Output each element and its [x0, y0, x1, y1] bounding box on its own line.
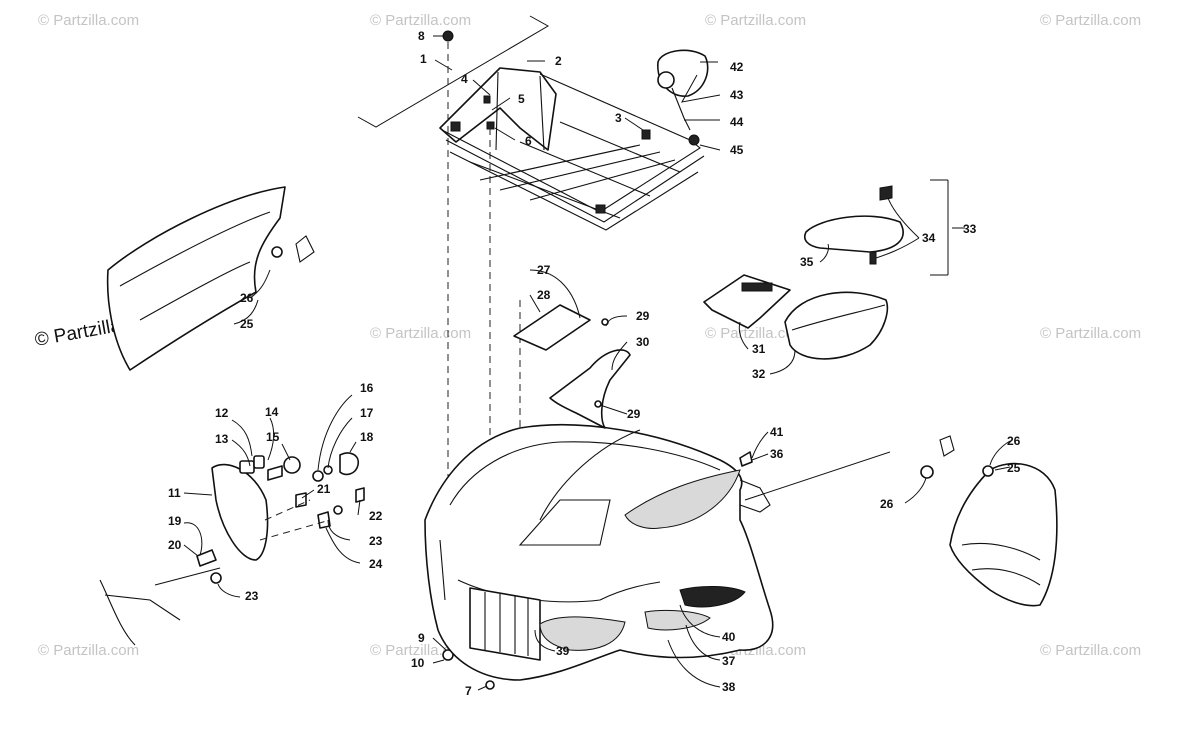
callout-label: 19 — [168, 514, 182, 528]
watermark: © Partzilla.com — [1040, 642, 1141, 659]
callout-label: 5 — [518, 92, 525, 106]
front-rack — [439, 67, 705, 231]
callout-label: 3 — [615, 111, 622, 125]
callout-label: 27 — [537, 263, 551, 277]
panel-30 — [549, 349, 631, 429]
callout-label: 20 — [168, 538, 182, 552]
callout-label: 7 — [465, 684, 472, 698]
callout-label: 31 — [752, 342, 766, 356]
watermark: © Partzilla.com — [1040, 325, 1141, 342]
callout-label: 22 — [369, 509, 383, 523]
callout-label: 11 — [168, 486, 181, 500]
callout-label: 4 — [461, 72, 468, 86]
callout-label: 41 — [770, 425, 784, 439]
callout-label: 26 — [1007, 434, 1021, 448]
screw-29 — [594, 400, 602, 408]
callout-label: 24 — [369, 557, 383, 571]
callout-label: 43 — [730, 88, 744, 102]
callout-label: 45 — [730, 143, 744, 157]
watermark: © Partzilla.com — [705, 325, 806, 342]
callout-label: 25 — [1007, 461, 1021, 475]
callout-label: 15 — [266, 430, 280, 444]
panel-28 — [513, 304, 591, 351]
storage-tray — [703, 274, 889, 360]
callout-label: 17 — [360, 406, 374, 420]
bolt-8 — [442, 30, 454, 42]
watermark: © Partzilla.com — [1040, 12, 1141, 29]
watermark: © Partzilla.com — [38, 12, 139, 29]
callout-label: 14 — [265, 405, 279, 419]
leader-line — [744, 451, 891, 501]
callout-label: 35 — [800, 255, 814, 269]
callout-label: 26 — [240, 291, 254, 305]
watermark: © Partzilla.com — [38, 642, 139, 659]
front-body-hood — [424, 424, 891, 681]
assembly-bracket — [357, 15, 550, 128]
mirror — [657, 49, 709, 146]
callout-label: 36 — [770, 447, 784, 461]
callout-label: 23 — [369, 534, 383, 548]
callout-label: 8 — [418, 29, 425, 43]
callout-label: 16 — [360, 381, 374, 395]
leader-line — [434, 59, 453, 71]
callout-label: 2 — [555, 54, 562, 68]
right-side-panel — [920, 435, 1058, 607]
headlight-assembly — [99, 452, 365, 646]
callout-label: 38 — [722, 680, 736, 694]
callout-label: 42 — [730, 60, 744, 74]
callout-label: 23 — [245, 589, 259, 603]
callout-label: 28 — [537, 288, 551, 302]
callout-label: 10 — [411, 656, 425, 670]
washer-10 — [442, 649, 454, 661]
callout-label: 34 — [922, 231, 936, 245]
callout-label: 29 — [636, 309, 650, 323]
callout-label: 37 — [722, 654, 736, 668]
watermark: © Partzilla.com — [370, 325, 471, 342]
callout-label: 39 — [556, 644, 570, 658]
callout-label: 13 — [215, 432, 229, 446]
leader-lines — [183, 35, 1011, 691]
callout-label: 32 — [752, 367, 766, 381]
callout-label: 33 — [963, 222, 977, 236]
callout-label: 9 — [418, 631, 425, 645]
callout-label: 1 — [420, 52, 427, 66]
left-side-panel — [106, 186, 315, 371]
callout-label: 21 — [317, 482, 331, 496]
watermark: © Partzilla.com — [705, 12, 806, 29]
callout-label: 40 — [722, 630, 736, 644]
callout-label: 25 — [240, 317, 254, 331]
callout-label: 44 — [730, 115, 744, 129]
callout-label: 12 — [215, 406, 229, 420]
callout-label: 6 — [525, 134, 532, 148]
callout-label: 18 — [360, 430, 374, 444]
nut-7 — [485, 680, 495, 690]
storage-lid — [804, 179, 949, 276]
callout-labels: 1 2 3 4 5 6 7 8 9 10 11 12 13 14 15 16 1… — [168, 29, 1021, 698]
callout-label: 29 — [627, 407, 641, 421]
callout-label: 30 — [636, 335, 650, 349]
watermark: © Partzilla.com — [370, 12, 471, 29]
callout-label: 26 — [880, 497, 894, 511]
